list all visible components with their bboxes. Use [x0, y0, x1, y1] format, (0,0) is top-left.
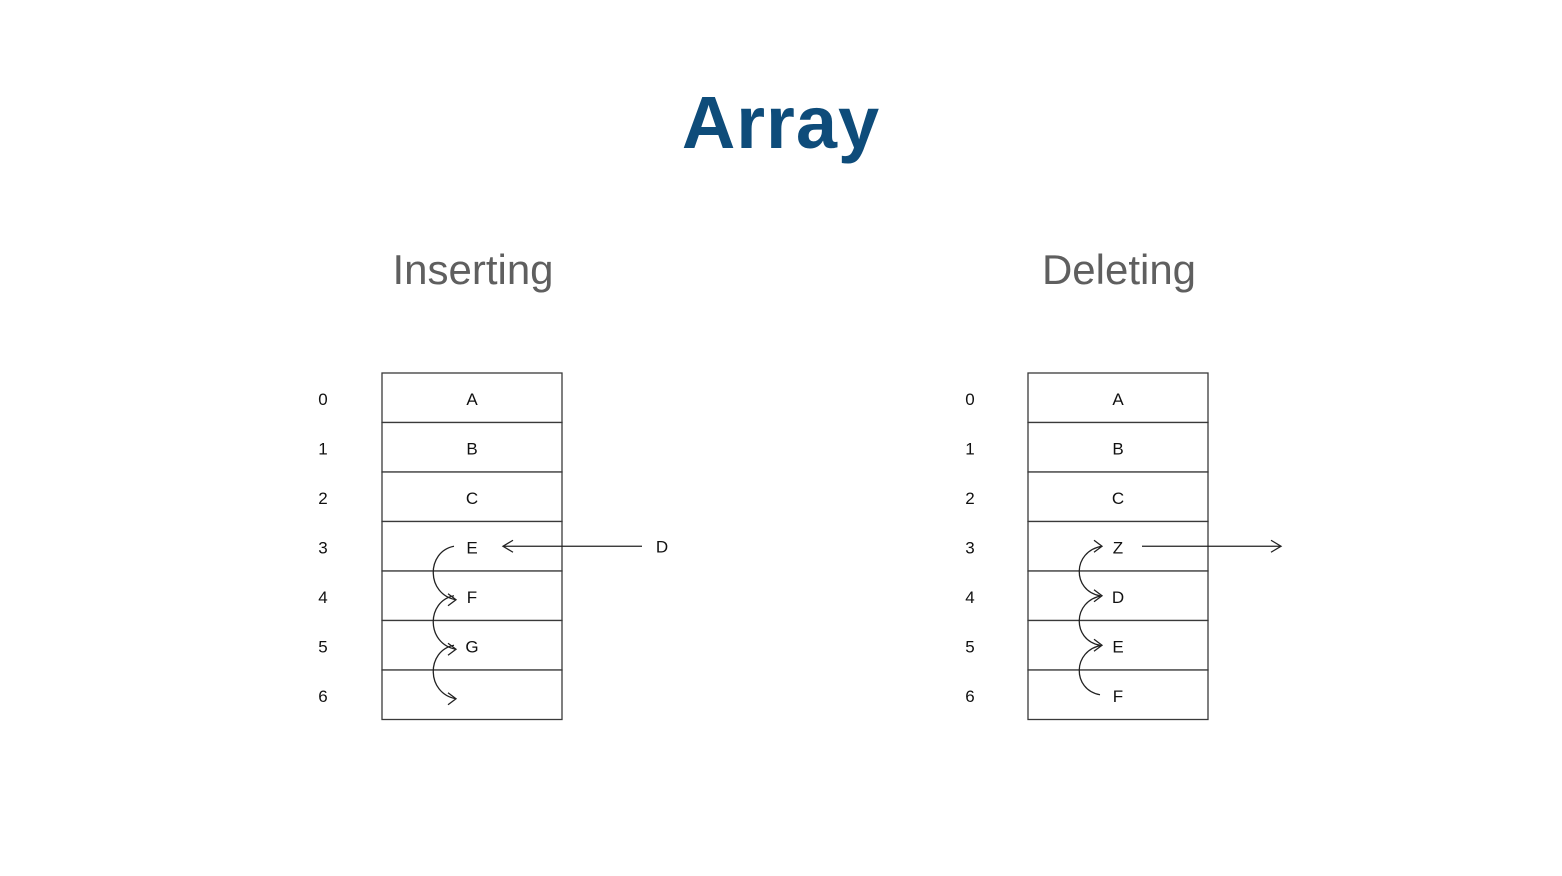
index-label: 0	[318, 390, 327, 409]
array-cell	[1027, 570, 1209, 622]
arrowhead-icon	[1093, 638, 1104, 652]
index-label: 0	[965, 390, 974, 409]
arrowhead-icon	[501, 539, 514, 553]
cell-value: A	[1112, 390, 1124, 409]
array-cell	[1027, 669, 1209, 721]
shift-arrow	[432, 545, 457, 601]
arrowhead-icon	[1093, 589, 1104, 603]
arrowhead-icon	[447, 692, 458, 706]
deleting-diagram: A B C Z D E F 0 1 2 3 4 5 6	[965, 372, 1283, 721]
array-cell	[1027, 471, 1209, 523]
shift-arrow	[1078, 545, 1103, 597]
arrowhead-icon	[1270, 539, 1283, 553]
shift-arrow	[1078, 595, 1103, 646]
inserting-heading: Inserting	[392, 246, 554, 293]
shift-arrow	[432, 595, 457, 650]
cell-value: A	[466, 390, 478, 409]
cell-value: F	[1113, 687, 1123, 706]
inserting-diagram: A B C E F G 0 1 2 3 4 5 6 D	[318, 372, 668, 721]
deleting-heading: Deleting	[1041, 246, 1197, 293]
array-cell	[1027, 619, 1209, 671]
array-cell	[381, 372, 563, 424]
index-label: 5	[965, 637, 974, 656]
cell-value: E	[1112, 637, 1123, 656]
cell-value: C	[1112, 489, 1124, 508]
array-cell	[1027, 372, 1209, 424]
index-label: 4	[318, 588, 327, 607]
cell-value: F	[467, 588, 477, 607]
index-label: 1	[965, 439, 974, 458]
index-label: 2	[318, 489, 327, 508]
index-label: 3	[318, 538, 327, 557]
arrowhead-icon	[1093, 539, 1104, 553]
index-label: 5	[318, 637, 327, 656]
cell-value: G	[465, 637, 478, 656]
cell-value: Z	[1113, 538, 1123, 557]
index-label: 2	[965, 489, 974, 508]
arrowhead-icon	[447, 593, 458, 607]
cell-value: E	[466, 538, 477, 557]
index-label: 4	[965, 588, 974, 607]
slide-title: Array	[681, 81, 881, 164]
shift-arrow	[1078, 644, 1103, 696]
cell-value: D	[1112, 588, 1124, 607]
incoming-element-label: D	[656, 537, 668, 556]
array-cell	[381, 619, 563, 671]
shift-arrow	[432, 644, 457, 700]
arrowhead-icon	[447, 642, 458, 656]
cell-value: C	[466, 489, 478, 508]
cell-value: B	[466, 439, 477, 458]
index-label: 1	[318, 439, 327, 458]
array-cell	[1027, 421, 1209, 473]
array-cell	[381, 669, 563, 721]
index-label: 6	[318, 687, 327, 706]
index-label: 6	[965, 687, 974, 706]
index-label: 3	[965, 538, 974, 557]
cell-value: B	[1112, 439, 1123, 458]
